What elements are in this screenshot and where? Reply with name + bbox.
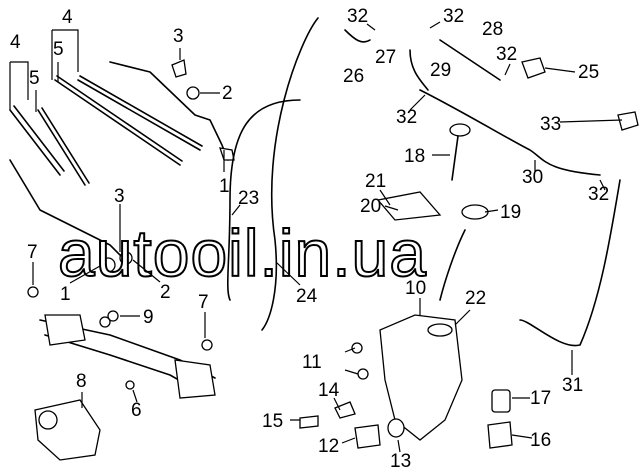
watermark: autooil.in.ua — [58, 216, 427, 290]
arm-nut — [186, 86, 200, 100]
arm-cap — [171, 59, 187, 78]
callout-2: 2 — [160, 282, 171, 303]
washer-hose-31 — [519, 179, 621, 347]
callout-27: 27 — [375, 47, 396, 68]
callout-7: 7 — [198, 292, 209, 313]
wiper-arm-right — [109, 61, 235, 161]
washer-hose-26 — [344, 29, 371, 43]
callout-18: 18 — [404, 146, 425, 167]
callout-13: 13 — [390, 451, 411, 471]
level-sensor-14 — [334, 401, 356, 419]
grommet-13 — [387, 418, 405, 438]
callout-24: 24 — [296, 286, 318, 307]
connector-15 — [299, 415, 319, 429]
washer-pump-12 — [354, 424, 381, 449]
callout-21: 21 — [365, 171, 386, 192]
callout-labels: 4 5 4 5 3 2 1 3 2 1 7 9 7 8 6 24 23 26 3… — [10, 6, 609, 471]
callout-29: 29 — [430, 60, 451, 81]
washer-nozzle-25 — [521, 57, 546, 79]
callout-5: 5 — [53, 39, 64, 60]
washer-hose-30 — [419, 89, 601, 176]
callout-1: 1 — [219, 176, 230, 197]
washer-nozzle-33 — [617, 111, 639, 131]
callout-22: 22 — [465, 288, 486, 309]
callout-17: 17 — [530, 388, 551, 409]
wiper-blade-left — [9, 105, 90, 186]
callout-4: 4 — [10, 32, 21, 53]
callout-26: 26 — [343, 66, 364, 87]
callout-31: 31 — [562, 375, 583, 396]
callout-15: 15 — [262, 411, 283, 432]
callout-8: 8 — [76, 371, 87, 392]
wiper-linkage — [39, 314, 216, 399]
callout-23: 23 — [238, 188, 259, 209]
callout-14: 14 — [318, 380, 340, 401]
callout-30: 30 — [522, 167, 543, 188]
callout-6: 6 — [131, 400, 142, 421]
washer-hose-24 — [261, 17, 319, 331]
callout-32: 32 — [443, 6, 464, 27]
washer-reservoir — [376, 191, 489, 441]
callout-9: 9 — [143, 307, 154, 328]
callout-7: 7 — [27, 242, 38, 263]
washer-hose-23 — [226, 99, 301, 301]
callout-3: 3 — [173, 26, 184, 47]
callout-11: 11 — [302, 352, 322, 373]
callout-33: 33 — [540, 114, 561, 135]
callout-10: 10 — [405, 278, 426, 299]
callout-3: 3 — [114, 186, 125, 207]
washer-hose-28 — [439, 39, 501, 81]
wiper-arm-left — [9, 159, 133, 273]
callout-2: 2 — [222, 83, 233, 104]
callout-5: 5 — [29, 68, 40, 89]
wiper-blade-right — [54, 75, 203, 166]
callout-4: 4 — [62, 7, 73, 28]
washer-hose-29 — [409, 49, 429, 91]
callout-19: 19 — [500, 202, 521, 223]
callout-32: 32 — [347, 6, 368, 27]
callout-28: 28 — [482, 19, 503, 40]
callout-32: 32 — [588, 184, 609, 205]
wiper-motor — [34, 399, 101, 461]
callout-1: 1 — [60, 284, 71, 305]
callout-32: 32 — [496, 44, 517, 65]
leader-lines — [9, 21, 623, 453]
filler-cap — [449, 123, 471, 181]
pump-seal-17 — [491, 389, 511, 413]
callout-12: 12 — [318, 436, 339, 457]
callout-20: 20 — [360, 196, 381, 217]
washer-pump-16 — [487, 421, 513, 449]
callout-25: 25 — [578, 62, 599, 83]
callout-16: 16 — [530, 430, 551, 451]
callout-32: 32 — [396, 107, 417, 128]
